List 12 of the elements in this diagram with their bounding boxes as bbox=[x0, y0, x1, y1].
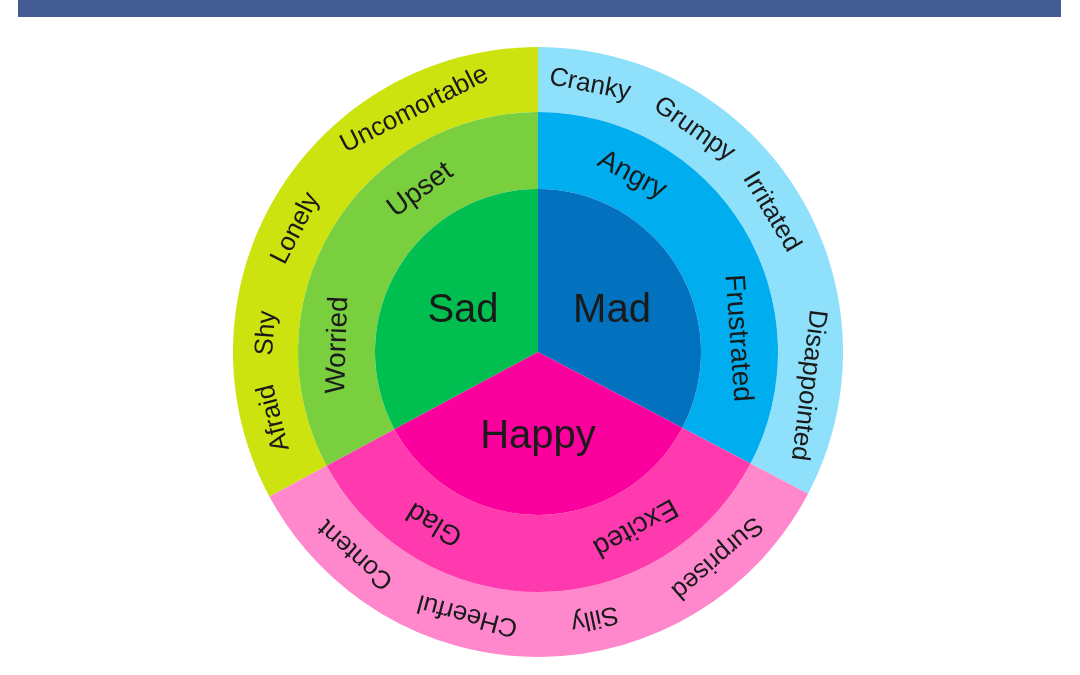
emotion-word: Afraid bbox=[249, 381, 295, 455]
emotion-word: Worried bbox=[318, 295, 354, 395]
emotion-word: Silly bbox=[568, 600, 622, 640]
emotion-word: Frustrated bbox=[719, 273, 760, 403]
core-emotion-label: Happy bbox=[480, 412, 596, 456]
emotion-word: Glad bbox=[400, 496, 468, 554]
emotion-word: Cranky bbox=[547, 60, 634, 106]
emotion-word: CHeerful bbox=[413, 588, 521, 645]
emotion-word: Shy bbox=[248, 309, 282, 357]
core-emotion-label: Mad bbox=[573, 286, 651, 330]
core-emotion-label: Sad bbox=[427, 286, 499, 330]
emotion-word: Disappointed bbox=[785, 308, 835, 463]
